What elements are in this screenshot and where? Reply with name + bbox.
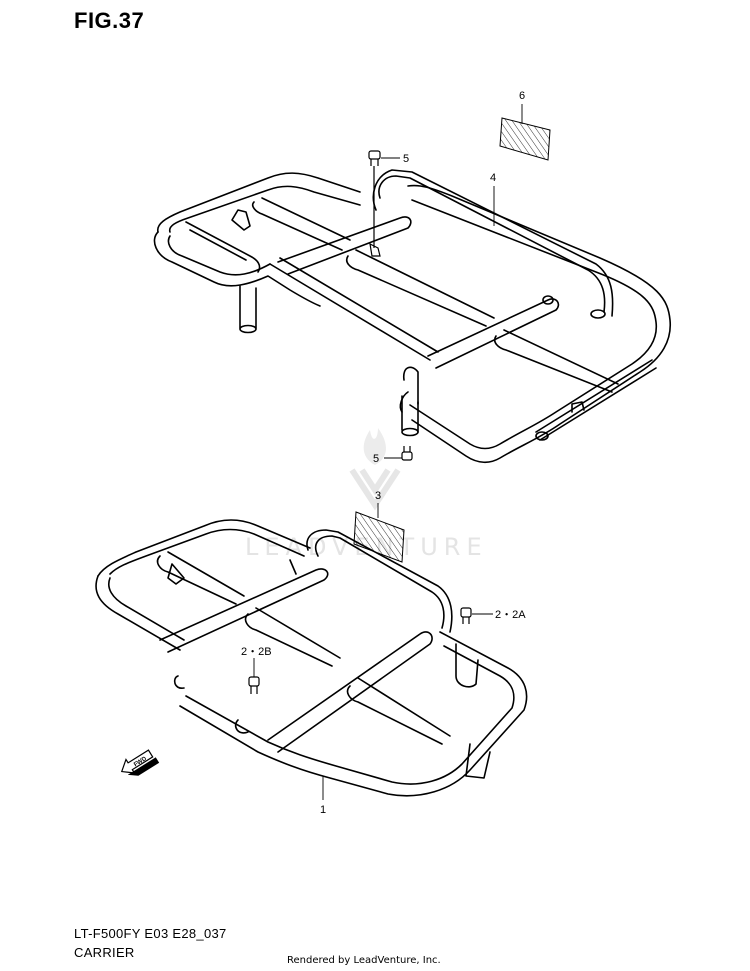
forward-arrow-icon: FWD (120, 749, 160, 776)
rear-carrier-drawing (153, 169, 672, 464)
callout-1: 1 (320, 804, 326, 816)
bolt-5-top (368, 150, 381, 257)
callout-2-2b: 2・2B (241, 646, 272, 658)
rendered-by-credit: Rendered by LeadVenture, Inc. (287, 955, 441, 966)
callout-3: 3 (375, 490, 381, 502)
watermark-flame (363, 428, 386, 465)
callout-2-2a: 2・2A (495, 609, 526, 621)
label-plate-3 (353, 511, 405, 563)
label-plate-6 (499, 117, 551, 161)
section-name: CARRIER (74, 945, 135, 960)
front-carrier-drawing (95, 519, 528, 797)
watermark-logo (349, 468, 401, 511)
callout-5-bottom: 5 (373, 453, 379, 465)
bolt-2-2a (460, 607, 472, 624)
callout-6: 6 (519, 90, 525, 102)
callout-4: 4 (490, 172, 496, 184)
figure-title: FIG.37 (74, 8, 145, 33)
callout-5-top: 5 (403, 153, 409, 165)
leader-lines (253, 104, 523, 800)
bolt-2-2b (248, 676, 260, 694)
bolt-5-bottom (401, 446, 413, 461)
model-code: LT-F500FY E03 E28_037 (74, 926, 227, 941)
